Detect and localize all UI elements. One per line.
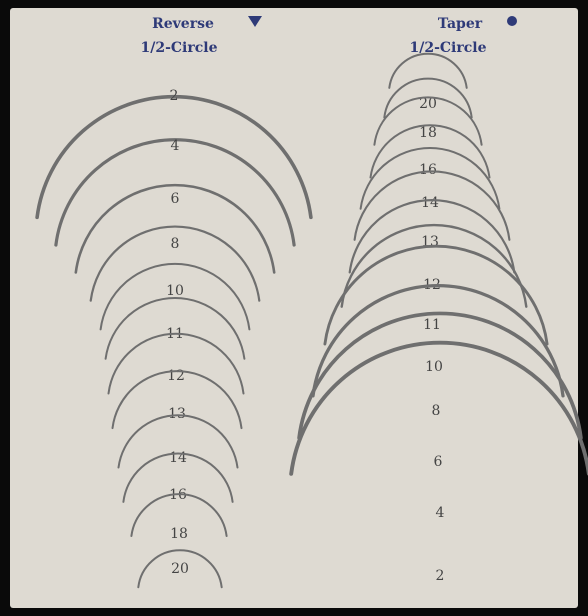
right-size-label-14: 14 [421, 195, 439, 211]
left-size-label-10: 10 [166, 283, 184, 299]
right-size-label-10: 10 [425, 359, 443, 375]
right-size-label-11: 11 [423, 317, 441, 333]
left-size-label-2: 2 [170, 88, 179, 104]
left-size-label-4: 4 [171, 138, 180, 154]
right-size-label-6: 6 [434, 454, 443, 470]
left-size-label-20: 20 [171, 561, 189, 577]
right-size-label-16: 16 [419, 162, 437, 178]
right-size-label-2: 2 [436, 568, 445, 584]
left-size-label-14: 14 [169, 450, 187, 466]
left-title: Reverse [152, 16, 214, 32]
paper-panel [10, 8, 578, 608]
left-size-label-8: 8 [171, 236, 180, 252]
filled-circle-icon [507, 16, 517, 26]
right-size-label-18: 18 [419, 125, 437, 141]
right-title: Taper [438, 16, 483, 32]
left-size-label-13: 13 [168, 406, 186, 422]
right-size-label-8: 8 [432, 403, 441, 419]
left-size-label-6: 6 [171, 191, 180, 207]
left-subtitle: 1/2-Circle [141, 40, 218, 56]
left-size-label-18: 18 [170, 526, 188, 542]
right-size-label-4: 4 [436, 505, 445, 521]
